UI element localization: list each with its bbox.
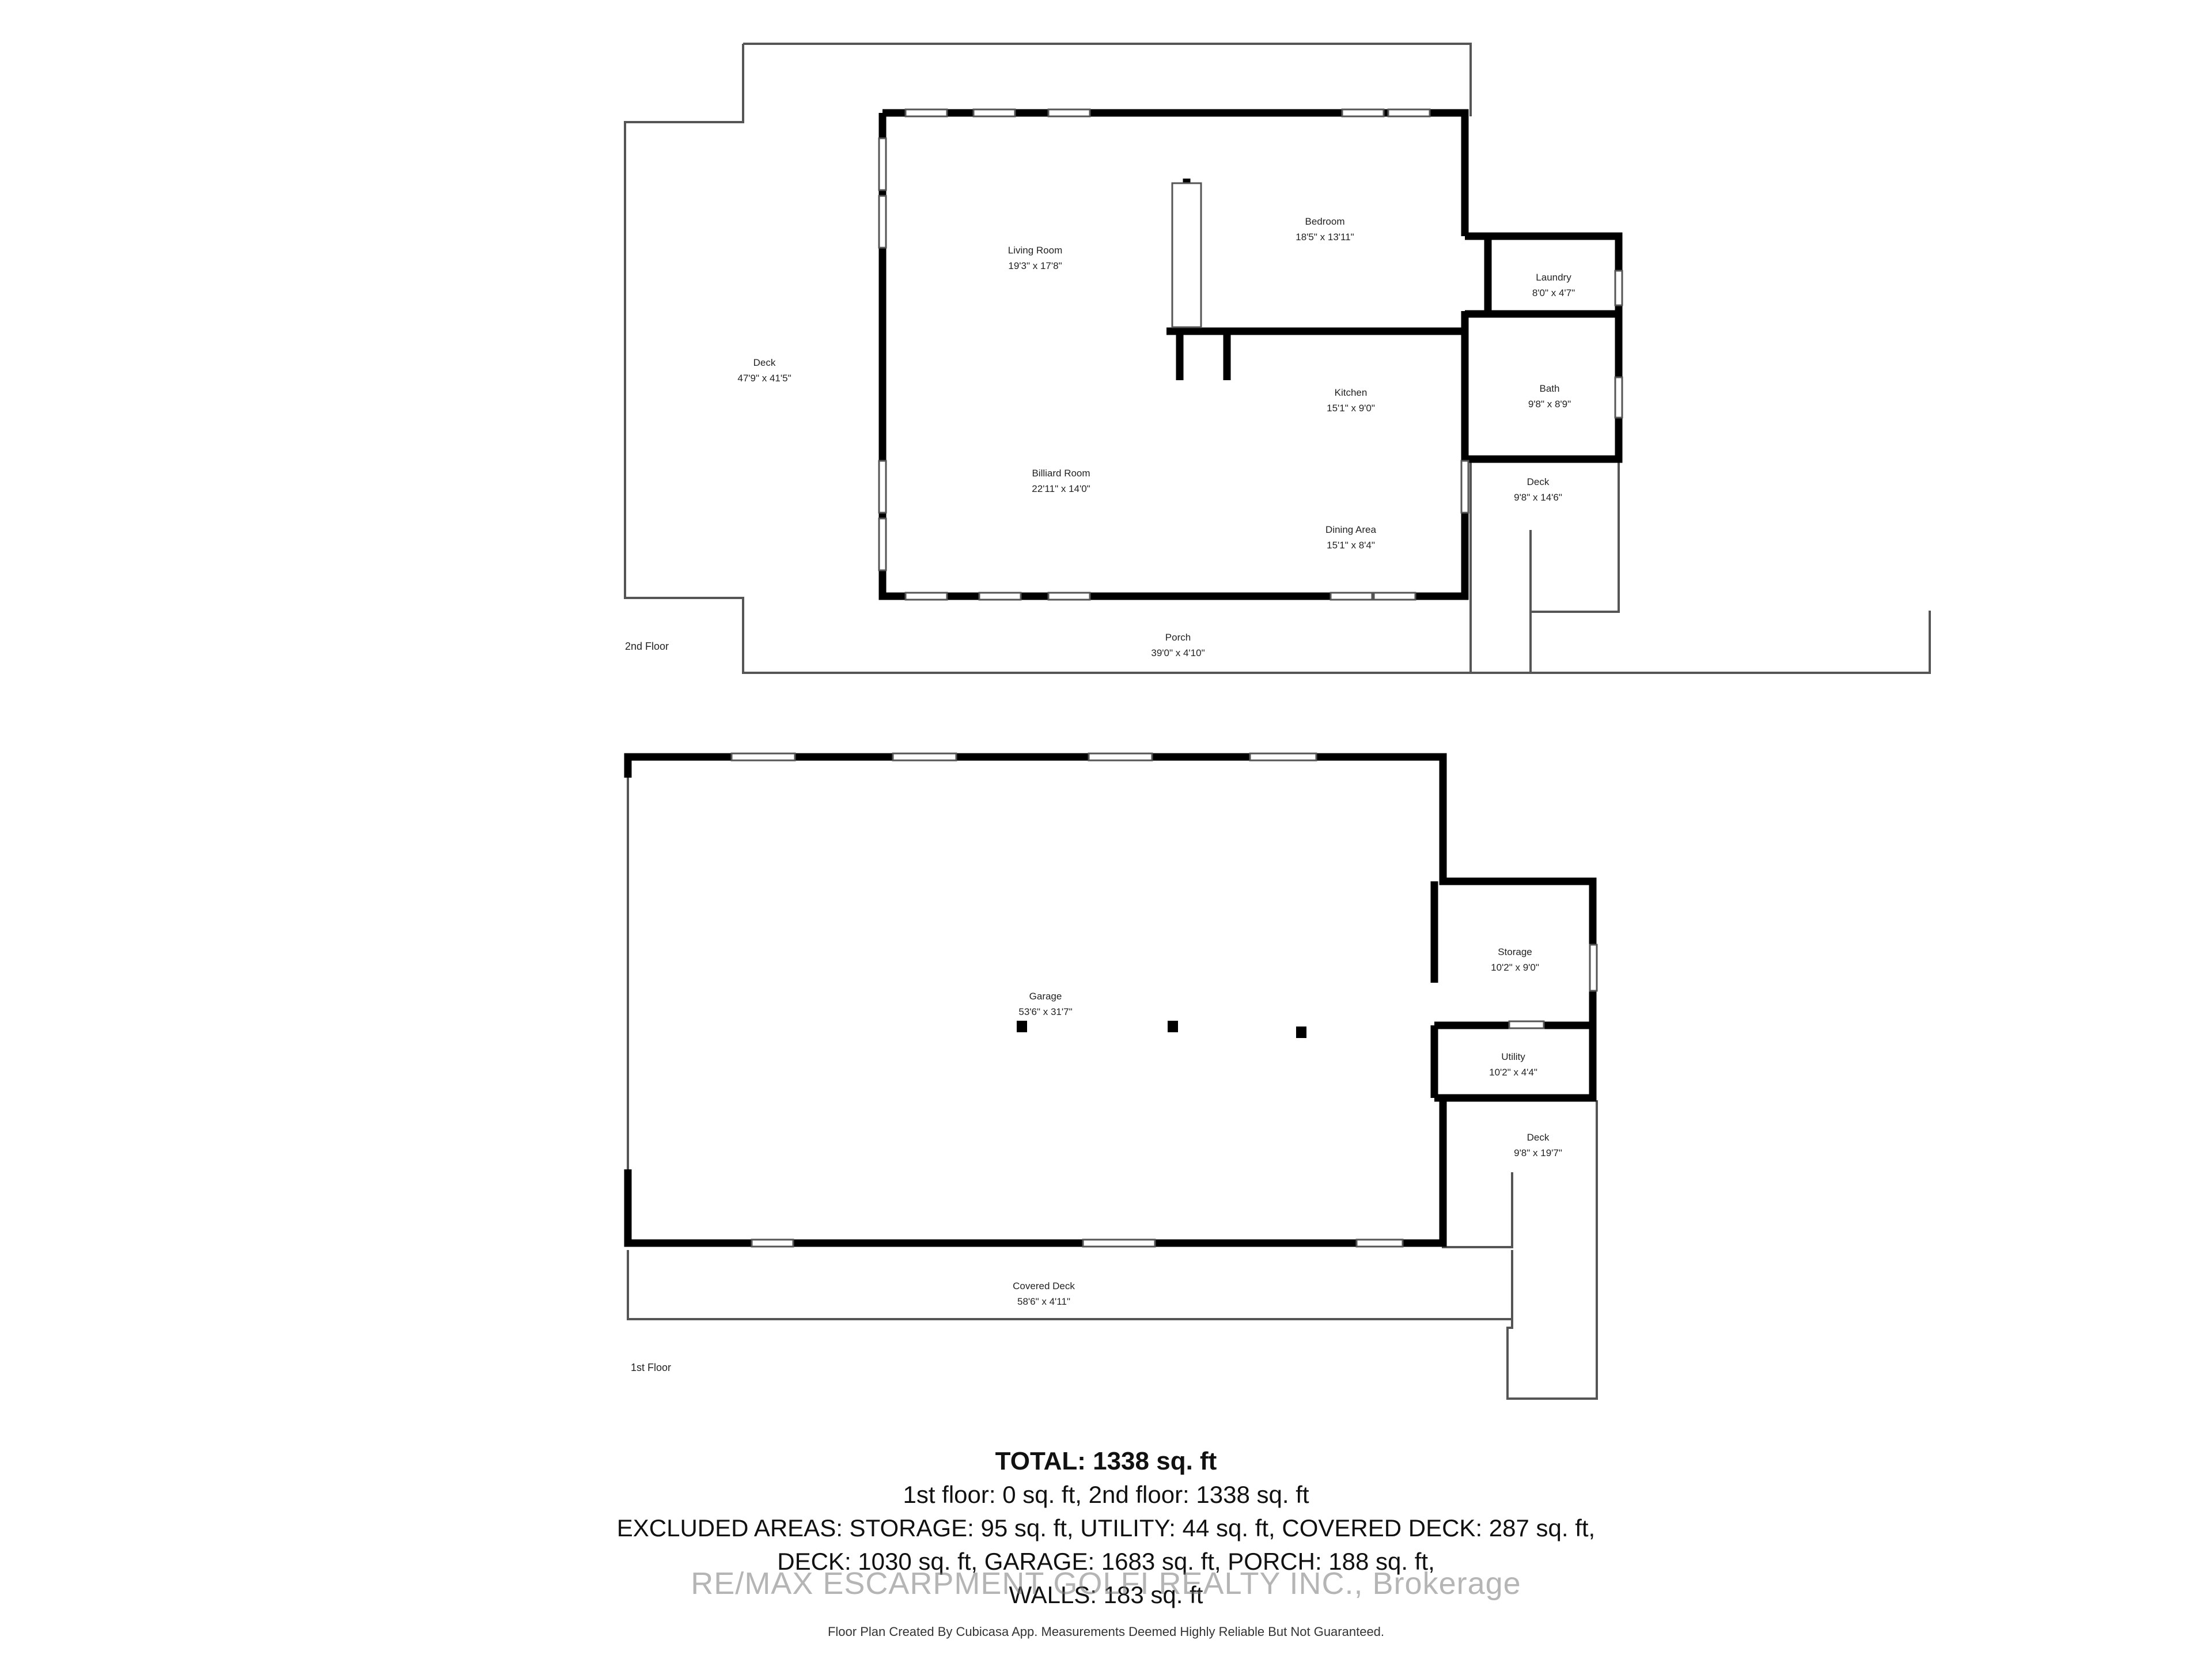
room-name: Storage: [1498, 946, 1532, 957]
room-size: 19'3" x 17'8": [1008, 260, 1062, 271]
room-size: 9'8" x 19'7": [1514, 1147, 1562, 1158]
second-floor-plan: Deck 47'9" x 41'5" Living Room 19'3" x 1…: [624, 43, 1931, 674]
room-name: Billiard Room: [1032, 468, 1090, 479]
room-size: 10'2" x 4'4": [1489, 1067, 1537, 1078]
room-size: 47'9" x 41'5": [737, 373, 791, 384]
room-name: Bath: [1540, 383, 1560, 394]
brokerage-watermark: RE/MAX ESCARPMENT GOLFI REALTY INC., Bro…: [691, 1566, 1521, 1601]
room-name: Laundry: [1536, 272, 1571, 283]
room-size: 53'6" x 31'7": [1018, 1006, 1072, 1017]
room-size: 8'0" x 4'7": [1532, 287, 1575, 298]
house-walls: [624, 753, 1597, 1247]
total-area: TOTAL: 1338 sq. ft: [995, 1447, 1217, 1475]
floor-label: 2nd Floor: [625, 641, 669, 652]
room-labels-1st: Garage 53'6" x 31'7" Storage 10'2" x 9'0…: [1013, 946, 1562, 1307]
room-size: 9'8" x 14'6": [1514, 492, 1562, 503]
excluded-areas-line-1: EXCLUDED AREAS: STORAGE: 95 sq. ft, UTIL…: [616, 1514, 1596, 1541]
windows: [730, 752, 1598, 1248]
house-walls: [878, 109, 1623, 600]
first-floor-plan: Garage 53'6" x 31'7" Storage 10'2" x 9'0…: [624, 752, 1598, 1400]
posts: [1017, 1021, 1306, 1038]
floor-label: 1st Floor: [631, 1362, 671, 1373]
room-name: Deck: [753, 357, 776, 368]
room-size: 58'6" x 4'11": [1017, 1296, 1070, 1307]
room-size: 9'8" x 8'9": [1528, 399, 1571, 410]
room-size: 15'1" x 8'4": [1327, 540, 1375, 551]
windows: [878, 108, 1623, 601]
deck-outline: [624, 43, 1931, 674]
room-name: Deck: [1527, 476, 1550, 487]
room-labels-2nd: Deck 47'9" x 41'5" Living Room 19'3" x 1…: [737, 216, 1575, 658]
room-name: Deck: [1527, 1132, 1550, 1143]
room-size: 18'5" x 13'11": [1296, 232, 1354, 243]
deck-outline: [627, 778, 1598, 1400]
room-size: 10'2" x 9'0": [1491, 962, 1539, 973]
floor-areas: 1st floor: 0 sq. ft, 2nd floor: 1338 sq.…: [903, 1481, 1309, 1508]
room-name: Kitchen: [1335, 387, 1368, 398]
room-name: Garage: [1029, 991, 1062, 1002]
room-name: Covered Deck: [1013, 1281, 1075, 1291]
room-name: Porch: [1165, 632, 1191, 643]
excluded-areas-line-3: WALLS: 183 sq. ft: [1009, 1581, 1203, 1608]
room-size: 39'0" x 4'10": [1151, 647, 1205, 658]
disclaimer-credit: Floor Plan Created By Cubicasa App. Meas…: [827, 1624, 1385, 1639]
room-size: 15'1" x 9'0": [1327, 403, 1375, 414]
excluded-areas-line-2: DECK: 1030 sq. ft, GARAGE: 1683 sq. ft, …: [777, 1548, 1435, 1575]
room-size: 22'11" x 14'0": [1032, 483, 1090, 494]
room-name: Utility: [1501, 1051, 1525, 1062]
room-name: Bedroom: [1305, 216, 1345, 227]
room-name: Living Room: [1008, 245, 1063, 256]
room-name: Dining Area: [1325, 524, 1376, 535]
area-summary: TOTAL: 1338 sq. ft 1st floor: 0 sq. ft, …: [0, 1445, 2212, 1612]
